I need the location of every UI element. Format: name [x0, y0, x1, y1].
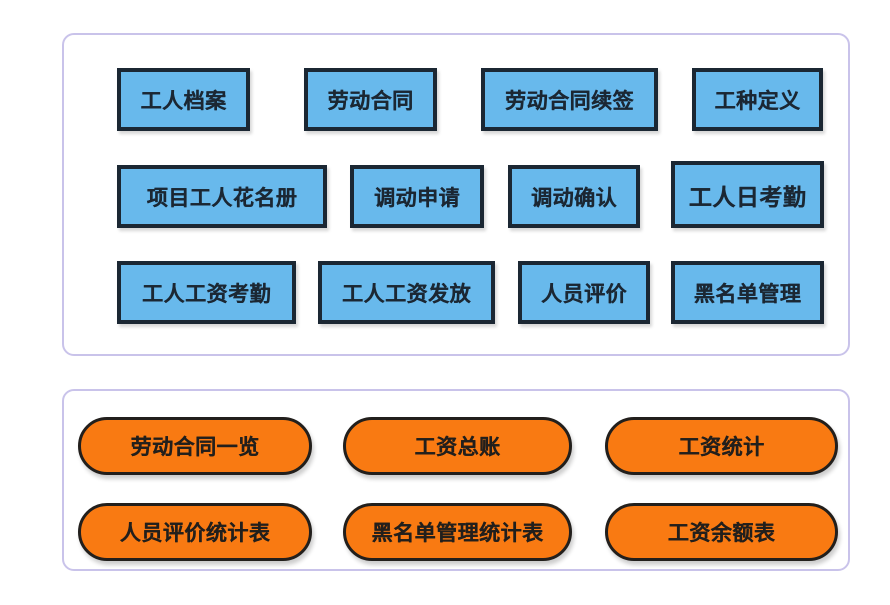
report-button[interactable]: 工资余额表 — [605, 503, 838, 561]
module-button[interactable]: 黑名单管理 — [671, 261, 824, 324]
module-button[interactable]: 工种定义 — [692, 68, 823, 131]
module-button[interactable]: 调动确认 — [508, 165, 640, 228]
module-button[interactable]: 工人工资发放 — [318, 261, 495, 324]
module-button[interactable]: 人员评价 — [518, 261, 650, 324]
report-button[interactable]: 工资总账 — [343, 417, 572, 475]
module-button[interactable]: 调动申请 — [350, 165, 484, 228]
module-button[interactable]: 劳动合同续签 — [481, 68, 658, 131]
module-button[interactable]: 工人日考勤 — [671, 161, 824, 228]
report-button[interactable]: 黑名单管理统计表 — [343, 503, 572, 561]
report-button[interactable]: 劳动合同一览 — [78, 417, 312, 475]
report-button[interactable]: 人员评价统计表 — [78, 503, 312, 561]
report-button[interactable]: 工资统计 — [605, 417, 838, 475]
module-button[interactable]: 工人工资考勤 — [117, 261, 296, 324]
module-button[interactable]: 劳动合同 — [304, 68, 437, 131]
module-button[interactable]: 工人档案 — [117, 68, 250, 131]
module-button[interactable]: 项目工人花名册 — [117, 165, 327, 228]
